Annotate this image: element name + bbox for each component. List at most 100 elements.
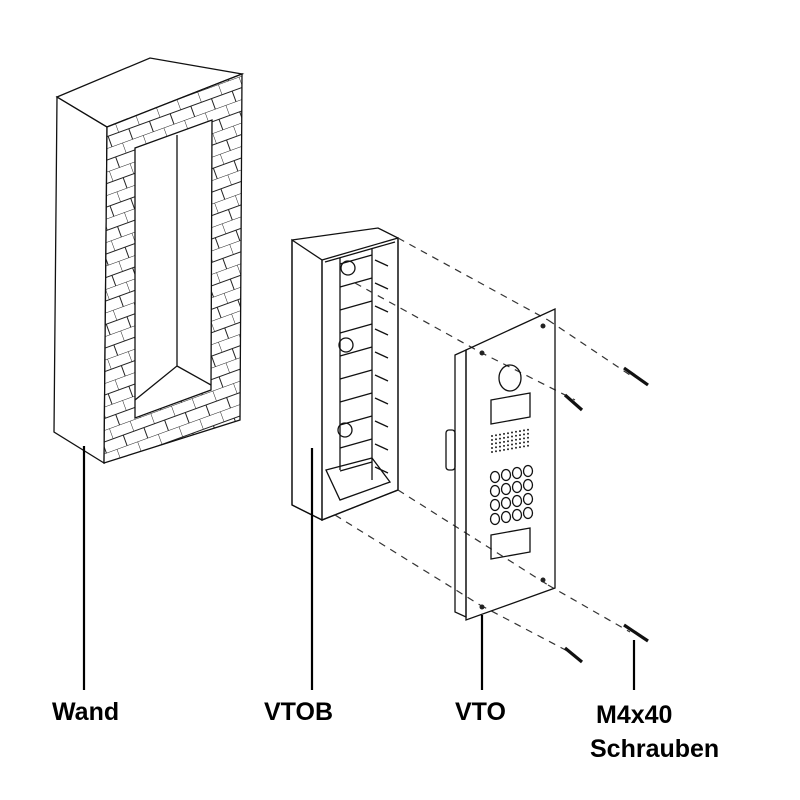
speaker-hole bbox=[519, 446, 521, 449]
keypad-button bbox=[511, 466, 523, 480]
keypad-button bbox=[511, 494, 523, 508]
speaker-hole bbox=[491, 451, 493, 453]
rib bbox=[374, 374, 389, 382]
keypad-button bbox=[500, 496, 512, 510]
rib bbox=[374, 420, 389, 428]
rib bbox=[374, 259, 389, 267]
screw bbox=[623, 623, 649, 643]
screw bbox=[563, 646, 584, 664]
speaker-hole bbox=[499, 445, 501, 448]
rib bbox=[339, 438, 373, 449]
screws-label-line2: Schrauben bbox=[590, 735, 720, 763]
speaker-hole bbox=[511, 435, 513, 438]
keypad-button bbox=[522, 492, 534, 506]
speaker-hole bbox=[523, 445, 525, 448]
rib bbox=[339, 323, 373, 334]
speaker-hole bbox=[495, 434, 497, 437]
rib bbox=[339, 277, 373, 288]
keypad-button bbox=[511, 480, 523, 494]
speaker-hole bbox=[507, 444, 509, 447]
speaker-hole bbox=[495, 446, 497, 449]
speaker-hole bbox=[527, 444, 529, 447]
name-plate-window bbox=[490, 527, 531, 560]
alignment-lines bbox=[334, 237, 631, 656]
keypad-button bbox=[489, 484, 501, 498]
rib bbox=[374, 305, 389, 313]
rib bbox=[374, 397, 389, 405]
speaker-hole bbox=[515, 430, 517, 433]
speaker-hole bbox=[515, 442, 517, 445]
wall-drawing bbox=[53, 57, 245, 690]
screw bbox=[563, 393, 584, 412]
speaker-hole bbox=[499, 441, 501, 444]
vto-panel-drawing bbox=[445, 307, 556, 690]
rib bbox=[339, 392, 373, 403]
keypad-button bbox=[489, 512, 501, 526]
speaker-hole bbox=[499, 437, 501, 440]
rib bbox=[374, 282, 389, 290]
rib bbox=[339, 369, 373, 380]
speaker-hole bbox=[491, 439, 493, 441]
speaker-hole bbox=[515, 434, 517, 437]
speaker-hole bbox=[527, 436, 529, 439]
speaker-hole bbox=[511, 439, 513, 442]
speaker-hole bbox=[503, 440, 505, 443]
keypad-button bbox=[511, 508, 523, 522]
keypad-button bbox=[522, 506, 534, 520]
speaker-hole bbox=[511, 431, 513, 434]
speaker-hole bbox=[503, 444, 505, 447]
keypad-button bbox=[500, 482, 512, 496]
speaker-hole bbox=[507, 432, 509, 435]
speaker-hole bbox=[515, 438, 517, 441]
speaker-hole bbox=[499, 449, 501, 452]
vtob-label: VTOB bbox=[264, 698, 333, 726]
rib bbox=[374, 328, 389, 336]
speaker-hole bbox=[495, 442, 497, 445]
keypad-button bbox=[489, 498, 501, 512]
speaker-hole bbox=[491, 443, 493, 445]
rib bbox=[339, 461, 373, 472]
speaker-hole bbox=[523, 433, 525, 436]
screw bbox=[623, 366, 649, 387]
keypad-button bbox=[489, 470, 501, 484]
speaker-hole bbox=[495, 450, 497, 453]
speaker-hole bbox=[519, 430, 521, 433]
speaker-hole bbox=[507, 436, 509, 439]
speaker-hole bbox=[523, 437, 525, 440]
vto-label: VTO bbox=[455, 698, 506, 726]
speaker-hole bbox=[527, 432, 529, 435]
speaker-hole bbox=[495, 438, 497, 441]
camera-lens bbox=[498, 364, 522, 392]
speaker-hole bbox=[511, 447, 513, 450]
speaker-hole bbox=[527, 440, 529, 443]
screws-label-line1: M4x40 bbox=[596, 701, 673, 729]
rib bbox=[374, 443, 389, 451]
keypad-button bbox=[500, 468, 512, 482]
speaker-hole bbox=[503, 432, 505, 435]
display-window bbox=[490, 392, 531, 425]
speaker-hole bbox=[507, 448, 509, 451]
speaker-hole bbox=[527, 428, 529, 431]
speaker-hole bbox=[503, 436, 505, 439]
wall-label: Wand bbox=[52, 698, 120, 726]
speaker-hole bbox=[491, 447, 493, 449]
rib bbox=[339, 300, 373, 311]
rib bbox=[339, 346, 373, 357]
keypad bbox=[489, 464, 534, 526]
rib bbox=[374, 351, 389, 359]
keypad-button bbox=[522, 478, 534, 492]
rib bbox=[339, 254, 373, 265]
keypad-button bbox=[522, 464, 534, 478]
speaker-grille bbox=[491, 428, 529, 453]
speaker-hole bbox=[511, 443, 513, 446]
screws-drawing bbox=[563, 366, 649, 690]
speaker-hole bbox=[519, 434, 521, 437]
speaker-hole bbox=[519, 442, 521, 445]
keypad-button bbox=[500, 510, 512, 524]
speaker-hole bbox=[503, 448, 505, 451]
speaker-hole bbox=[523, 441, 525, 444]
speaker-hole bbox=[491, 435, 493, 437]
speaker-hole bbox=[523, 429, 525, 432]
